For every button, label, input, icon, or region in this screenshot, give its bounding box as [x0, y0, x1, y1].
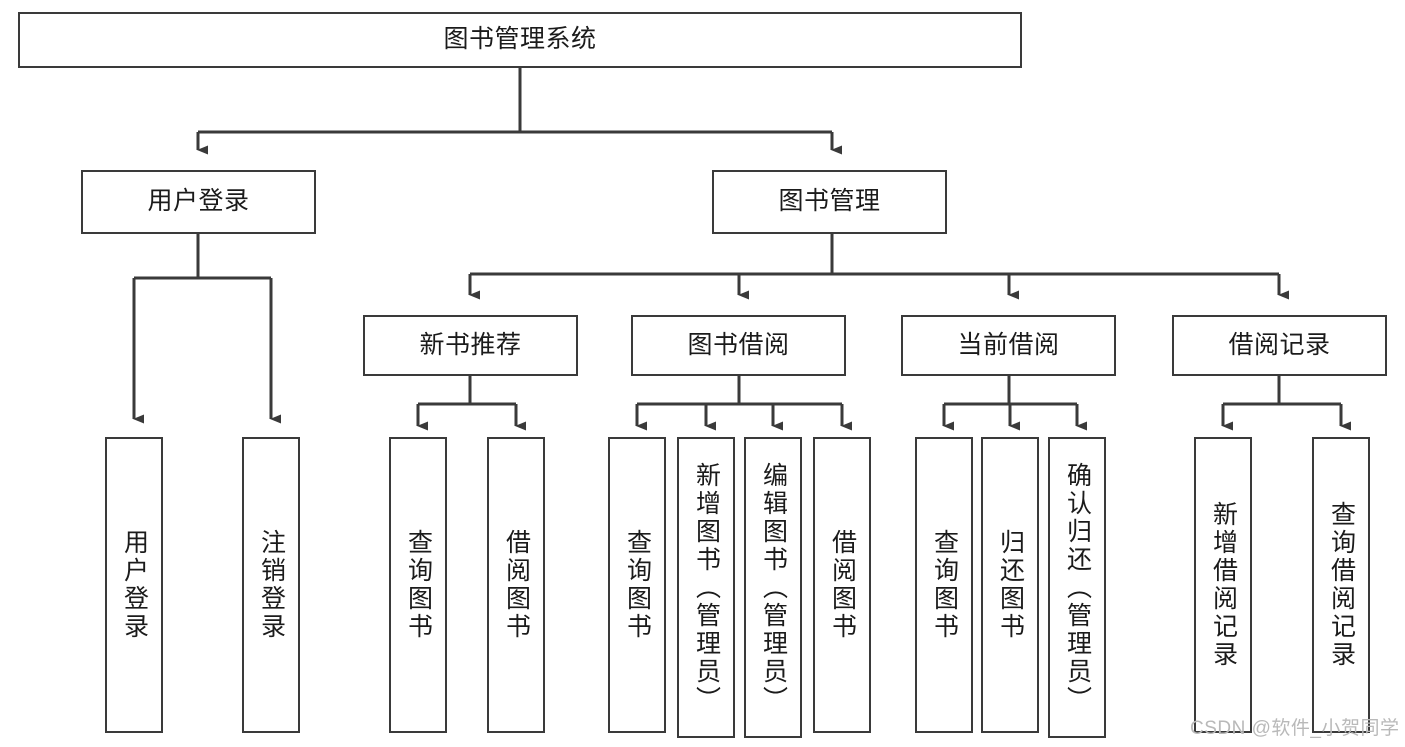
node-label: 查询图书: [404, 529, 433, 641]
node-user-login[interactable]: 用户登录: [81, 170, 316, 234]
node-current-borrow[interactable]: 当前借阅: [901, 315, 1116, 376]
node-book-management[interactable]: 图书管理: [712, 170, 947, 234]
leaf-currentborrow-query-book[interactable]: 查询图书: [915, 437, 973, 733]
node-label: 借阅记录: [1228, 330, 1331, 359]
node-label: 确认归还（管理员）: [1063, 461, 1092, 714]
leaf-currentborrow-return-book[interactable]: 归还图书: [981, 437, 1039, 733]
node-new-book-recommend[interactable]: 新书推荐: [363, 315, 578, 376]
leaf-borrowrecord-add-record[interactable]: 新增借阅记录: [1194, 437, 1252, 733]
leaf-bookborrow-borrow-book[interactable]: 借阅图书: [813, 437, 871, 733]
node-label: 图书管理: [778, 187, 881, 216]
node-label: 图书管理系统: [443, 25, 597, 54]
leaf-user-login[interactable]: 用户登录: [105, 437, 163, 733]
leaf-user-logout[interactable]: 注销登录: [242, 437, 300, 733]
node-label: 图书借阅: [687, 330, 790, 359]
node-label: 查询图书: [623, 529, 652, 641]
node-borrow-record[interactable]: 借阅记录: [1172, 315, 1387, 376]
node-label: 借阅图书: [502, 529, 531, 641]
leaf-bookborrow-add-book-admin[interactable]: 新增图书（管理员）: [677, 437, 735, 738]
node-label: 注销登录: [257, 529, 286, 641]
node-label: 编辑图书（管理员）: [759, 461, 788, 714]
node-label: 归还图书: [996, 529, 1025, 641]
node-label: 查询图书: [930, 529, 959, 641]
leaf-newbook-borrow-book[interactable]: 借阅图书: [487, 437, 545, 733]
leaf-borrowrecord-query-record[interactable]: 查询借阅记录: [1312, 437, 1370, 733]
leaf-bookborrow-edit-book-admin[interactable]: 编辑图书（管理员）: [744, 437, 802, 738]
node-label: 新增图书（管理员）: [692, 461, 721, 714]
node-label: 用户登录: [147, 187, 250, 216]
node-book-management-system[interactable]: 图书管理系统: [18, 12, 1022, 68]
node-label: 借阅图书: [828, 529, 857, 641]
node-label: 用户登录: [120, 529, 149, 641]
node-label: 新书推荐: [419, 330, 522, 359]
leaf-currentborrow-confirm-return-admin[interactable]: 确认归还（管理员）: [1048, 437, 1106, 738]
node-label: 查询借阅记录: [1327, 501, 1356, 669]
csdn-watermark: CSDN @软件_小贺同学: [1190, 718, 1400, 739]
node-label: 新增借阅记录: [1209, 501, 1238, 669]
node-label: 当前借阅: [957, 330, 1060, 359]
leaf-newbook-query-book[interactable]: 查询图书: [389, 437, 447, 733]
node-book-borrow[interactable]: 图书借阅: [631, 315, 846, 376]
leaf-bookborrow-query-book[interactable]: 查询图书: [608, 437, 666, 733]
